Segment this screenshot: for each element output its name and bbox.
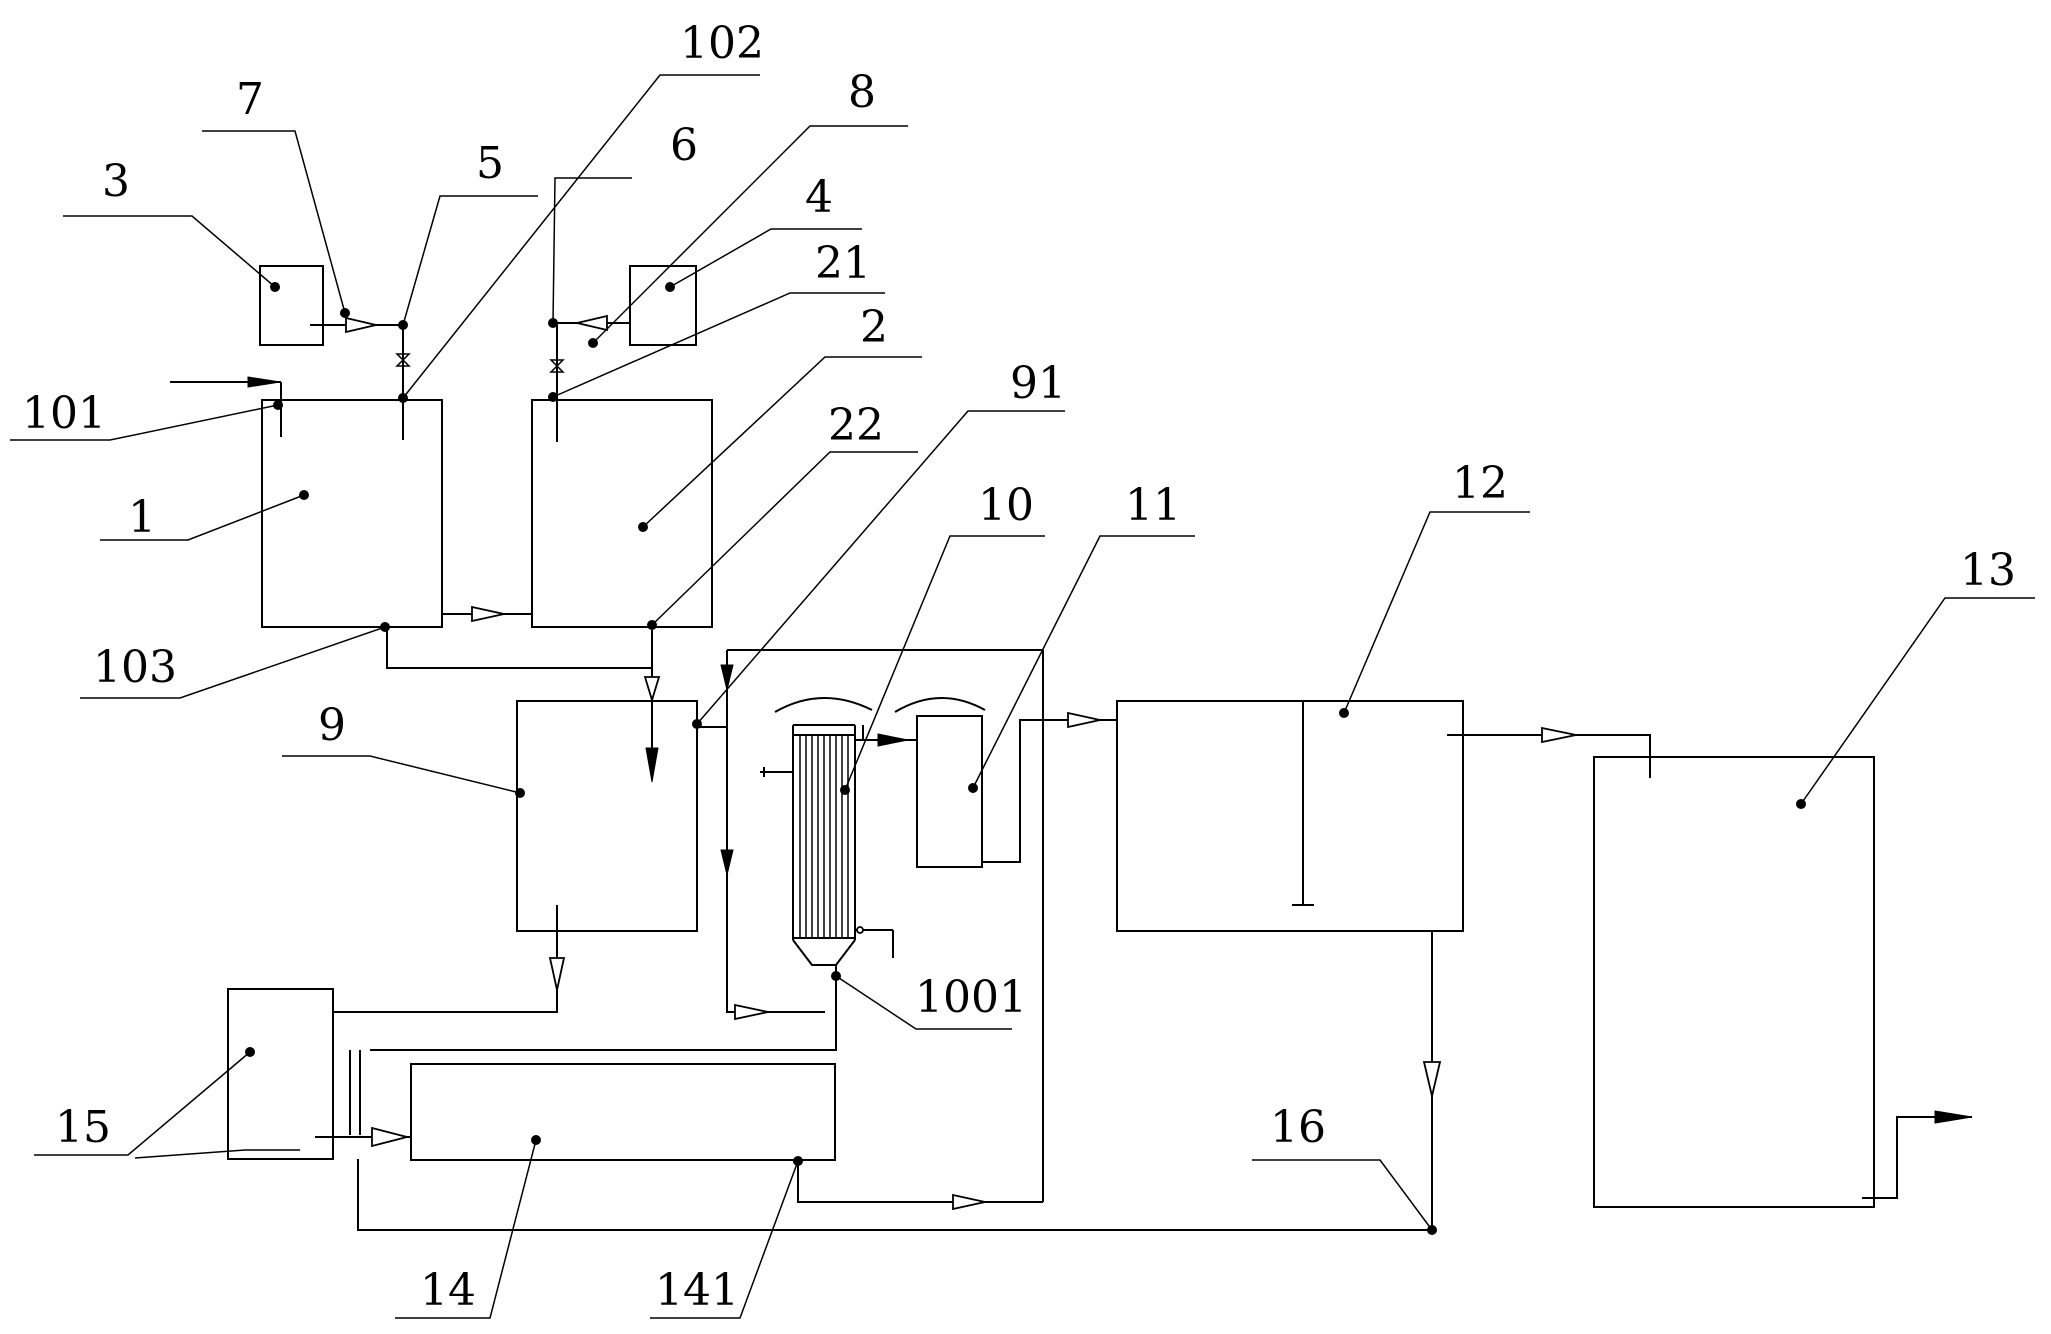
pipe-141	[797, 1160, 1043, 1203]
label-22: 22	[828, 400, 884, 451]
label-7: 7	[236, 74, 264, 125]
pipe-1001	[370, 965, 837, 1051]
flow-arrow	[1422, 1061, 1442, 1097]
label-1001: 1001	[915, 972, 1027, 1023]
flow-arrow	[720, 849, 734, 876]
flow-arrow	[952, 1193, 986, 1211]
flow-arrow	[1541, 726, 1577, 744]
unit-14	[410, 1063, 836, 1161]
flow-arrow	[576, 314, 608, 332]
unit-15	[227, 988, 334, 1160]
label-9: 9	[318, 700, 346, 751]
callout-leaders	[10, 74, 2035, 1319]
basin-12	[1116, 700, 1464, 932]
label-21: 21	[815, 238, 871, 289]
label-91: 91	[1010, 358, 1066, 409]
label-12: 12	[1452, 458, 1508, 509]
pipe-11-to-12	[982, 719, 1117, 863]
label-13: 13	[1960, 545, 2016, 596]
tank-9	[516, 700, 698, 932]
label-5: 5	[476, 138, 504, 189]
flow-arrow	[734, 1003, 769, 1021]
label-4: 4	[805, 172, 833, 223]
valve-6[interactable]	[549, 359, 565, 373]
flow-arrow	[1934, 1110, 1973, 1124]
label-10: 10	[978, 480, 1034, 531]
flow-arrow	[643, 676, 661, 704]
flow-arrow	[645, 747, 659, 783]
pipe-12-to-13	[1447, 734, 1651, 778]
leaders	[134, 1149, 300, 1159]
dosing-box-3	[259, 265, 324, 346]
label-15: 15	[55, 1102, 111, 1153]
label-6: 6	[670, 120, 698, 171]
label-102: 102	[680, 18, 764, 69]
label-14: 14	[420, 1265, 476, 1316]
pipe-9-to-15	[333, 905, 558, 1013]
label-3: 3	[102, 156, 130, 207]
flow-arrow	[371, 1126, 408, 1148]
flow-arrow	[877, 733, 909, 747]
label-1: 1	[128, 492, 156, 543]
label-101: 101	[22, 388, 106, 439]
label-103: 103	[93, 642, 177, 693]
flow-arrow	[548, 957, 566, 991]
flow-arrow	[1067, 711, 1101, 729]
return-pipe-16	[357, 1159, 1432, 1231]
tank-1	[261, 399, 443, 628]
drain-pipe-103	[386, 630, 652, 669]
tank-2	[531, 399, 713, 628]
label-16: 16	[1270, 1102, 1326, 1153]
outlet-13	[1862, 1116, 1972, 1199]
arc-11	[894, 697, 986, 713]
label-11: 11	[1125, 480, 1181, 531]
label-8: 8	[848, 67, 876, 118]
label-2: 2	[860, 302, 888, 353]
label-141: 141	[655, 1265, 739, 1316]
valve-5[interactable]	[395, 353, 411, 367]
flow-arrow	[345, 316, 377, 334]
flow-arrow	[471, 605, 505, 623]
flow-arrow	[247, 376, 281, 388]
arc-10	[774, 697, 873, 713]
tank-13	[1593, 756, 1875, 1208]
heat-exchanger-10	[760, 724, 894, 966]
flow-arrow	[720, 664, 734, 691]
